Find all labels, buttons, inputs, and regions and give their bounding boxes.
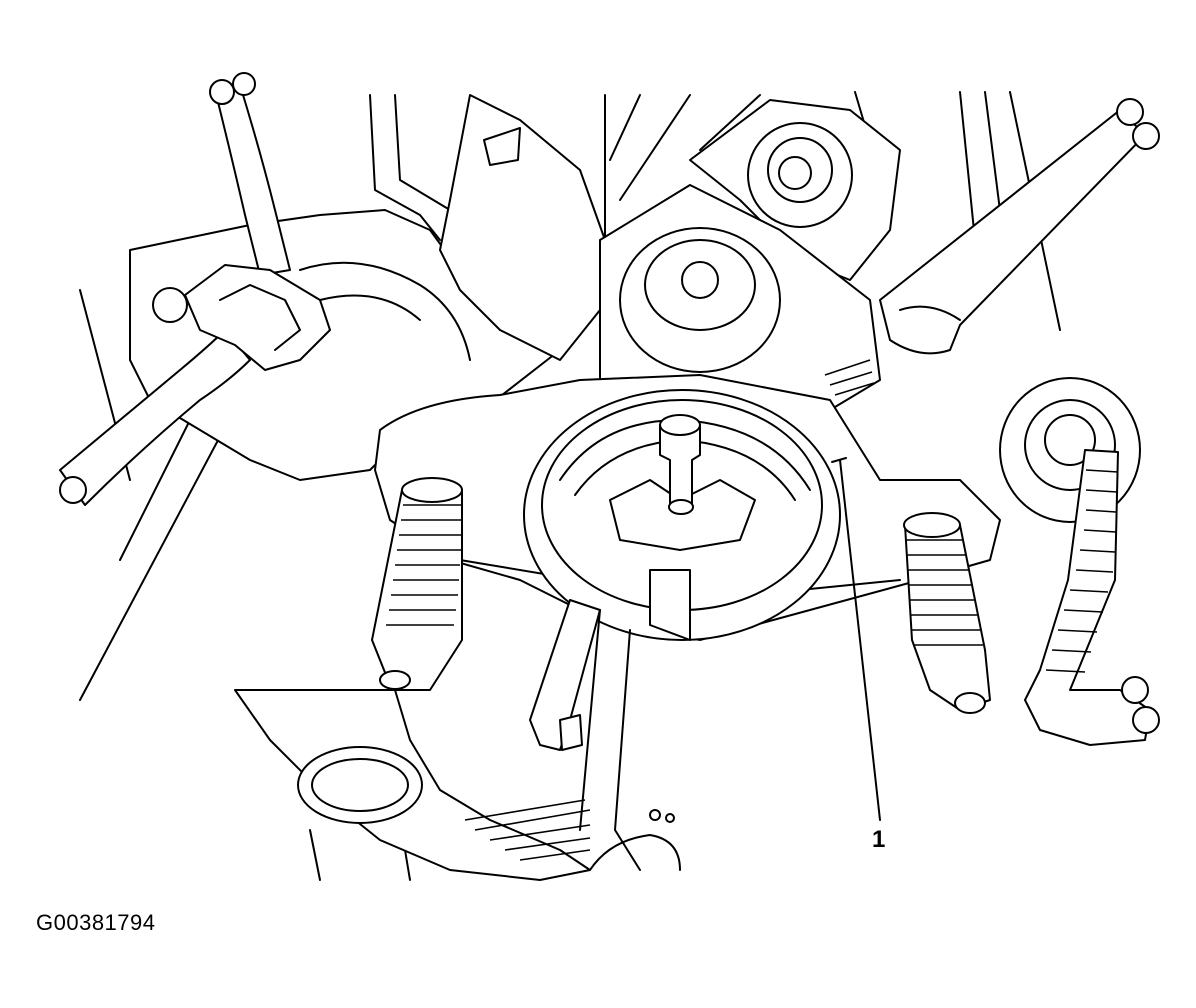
right-pulley [999, 377, 1141, 523]
callout-1-leader [839, 459, 881, 821]
right-hose [879, 109, 1146, 355]
left-threaded-stud [371, 477, 463, 691]
lower-nut [559, 714, 583, 751]
upper-casting [439, 94, 606, 361]
center-stud [659, 414, 701, 515]
bolt-head [483, 127, 521, 166]
hose-clamp [184, 264, 331, 371]
figure-id-label: G00381794 [36, 910, 156, 935]
upper-left-hose [214, 84, 291, 276]
left-hose [59, 329, 251, 506]
bracket-hole [152, 287, 188, 323]
right-threaded-stud [903, 512, 991, 714]
corrugated-cable [1024, 449, 1160, 746]
callout-1-label: 1 [872, 826, 886, 853]
